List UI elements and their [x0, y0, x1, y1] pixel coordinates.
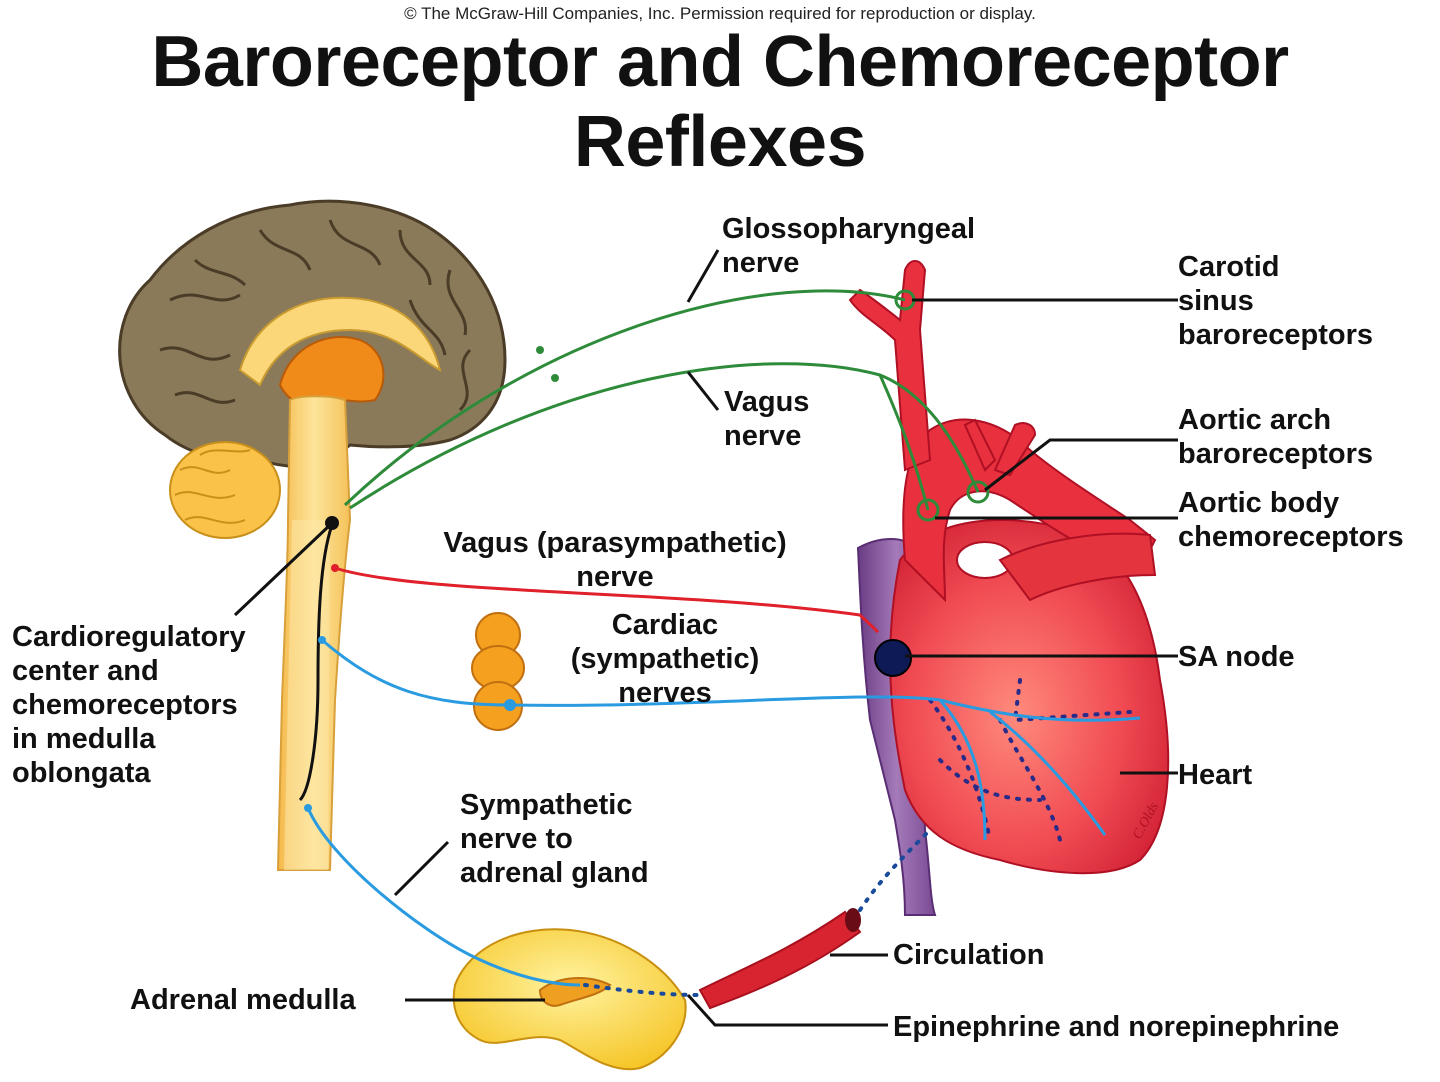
nerve-pathways [298, 289, 1141, 987]
label-carotid-sinus-baroreceptors: Carotid sinus baroreceptors [1178, 250, 1373, 352]
label-line: baroreceptors [1178, 438, 1374, 470]
leader-vagus [686, 371, 720, 411]
cerebellum [169, 441, 281, 539]
heart: C.Olds [848, 260, 1170, 916]
label-glossopharyngeal-nerve: Glossopharyngeal nerve [722, 212, 975, 280]
label-line: Aortic arch [1178, 404, 1332, 436]
label-vagus-nerve: Vagus nerve [724, 385, 809, 453]
pulmonary-trunk [998, 532, 1157, 602]
vagus-parasympathetic-nerve-path [334, 566, 880, 634]
label-adrenal-medulla: Adrenal medulla [130, 984, 356, 1016]
cardiac-sympathetic-nerve-path [321, 638, 1141, 722]
cardiac-branch-1 [938, 699, 987, 841]
vagus-afferent-nerve-path [349, 362, 980, 510]
label-epinephrine-norepinephrine: Epinephrine and norepinephrine [893, 1011, 1340, 1043]
label-cardioregulatory-center: Cardioregulatory center and chemorecepto… [12, 620, 246, 790]
cardiac-branch-2 [989, 710, 1107, 836]
label-line: nerve [576, 561, 654, 593]
label-aortic-arch-baroreceptors: Aortic arch baroreceptors [1178, 403, 1373, 471]
label-line: chemoreceptors [1178, 521, 1404, 553]
brain [118, 199, 507, 871]
label-line: center and [12, 655, 159, 687]
leader-epinephrine [686, 993, 888, 1027]
sympathetic-adrenal-nerve-path [306, 807, 581, 987]
adrenal-medulla [538, 977, 612, 1007]
page-title: Baroreceptor and Chemoreceptor Reflexes [0, 22, 1440, 182]
vessel-lumen [845, 908, 861, 932]
label-line: Aortic body [1178, 487, 1340, 519]
label-sympathetic-nerve-to-adrenal-gland: Sympathetic nerve to adrenal gland [460, 788, 649, 890]
label-heart: Heart [1178, 759, 1253, 791]
common-carotid-artery [848, 260, 932, 472]
label-line: Vagus (parasympathetic) [443, 527, 787, 559]
label-line: nerve to [460, 823, 573, 855]
label-line: Glossopharyngeal [722, 213, 976, 245]
leader-cardioregulatory [233, 523, 332, 617]
label-line: Carotid [1178, 251, 1280, 283]
adrenal-gland [452, 928, 687, 1071]
label-line: baroreceptors [1178, 319, 1374, 351]
vagus-to-aortic-body [878, 374, 930, 511]
label-line: Sympathetic [460, 789, 633, 821]
label-line: (sympathetic) [570, 643, 760, 675]
label-vagus-parasympathetic-nerve: Vagus (parasympathetic) nerve [415, 526, 815, 594]
label-circulation: Circulation [893, 939, 1045, 971]
title-line-2: Reflexes [573, 102, 867, 182]
sympathetic-ganglion [471, 612, 525, 731]
label-aortic-body-chemoreceptors: Aortic body chemoreceptors [1178, 486, 1404, 554]
medulla-descending-pathway [298, 524, 334, 802]
label-sa-node: SA node [1178, 641, 1295, 673]
leader-sympathetic-adrenal [393, 840, 450, 897]
subclavian-branch [963, 418, 997, 472]
label-line: nerve [722, 247, 800, 279]
sa-node [874, 639, 912, 677]
circulation-vessel [698, 910, 862, 1010]
label-line: oblongata [12, 757, 151, 789]
cortex-folds [159, 219, 472, 412]
label-line: Cardiac [611, 609, 719, 641]
label-line: nerve [724, 420, 802, 452]
title-line-1: Baroreceptor and Chemoreceptor [151, 22, 1289, 102]
label-line: nerves [618, 677, 712, 709]
corpus-callosum [238, 296, 442, 387]
label-line: chemoreceptors [12, 689, 238, 721]
label-line: in medulla [12, 723, 156, 755]
label-line: Cardioregulatory [12, 621, 246, 653]
label-cardiac-sympathetic-nerves: Cardiac (sympathetic) nerves [545, 608, 785, 710]
cerebellum-folia [174, 449, 251, 524]
glossopharyngeal-nerve-path [343, 289, 906, 507]
label-line: sinus [1178, 285, 1254, 317]
leader-aortic-arch [984, 438, 1178, 492]
label-line: Vagus [724, 386, 810, 418]
hormone-route [583, 828, 932, 997]
copyright-notice: © The McGraw-Hill Companies, Inc. Permis… [404, 4, 1036, 23]
leader-lines [233, 249, 1178, 1027]
label-line: adrenal gland [460, 857, 649, 889]
leader-glossopharyngeal [686, 249, 720, 303]
